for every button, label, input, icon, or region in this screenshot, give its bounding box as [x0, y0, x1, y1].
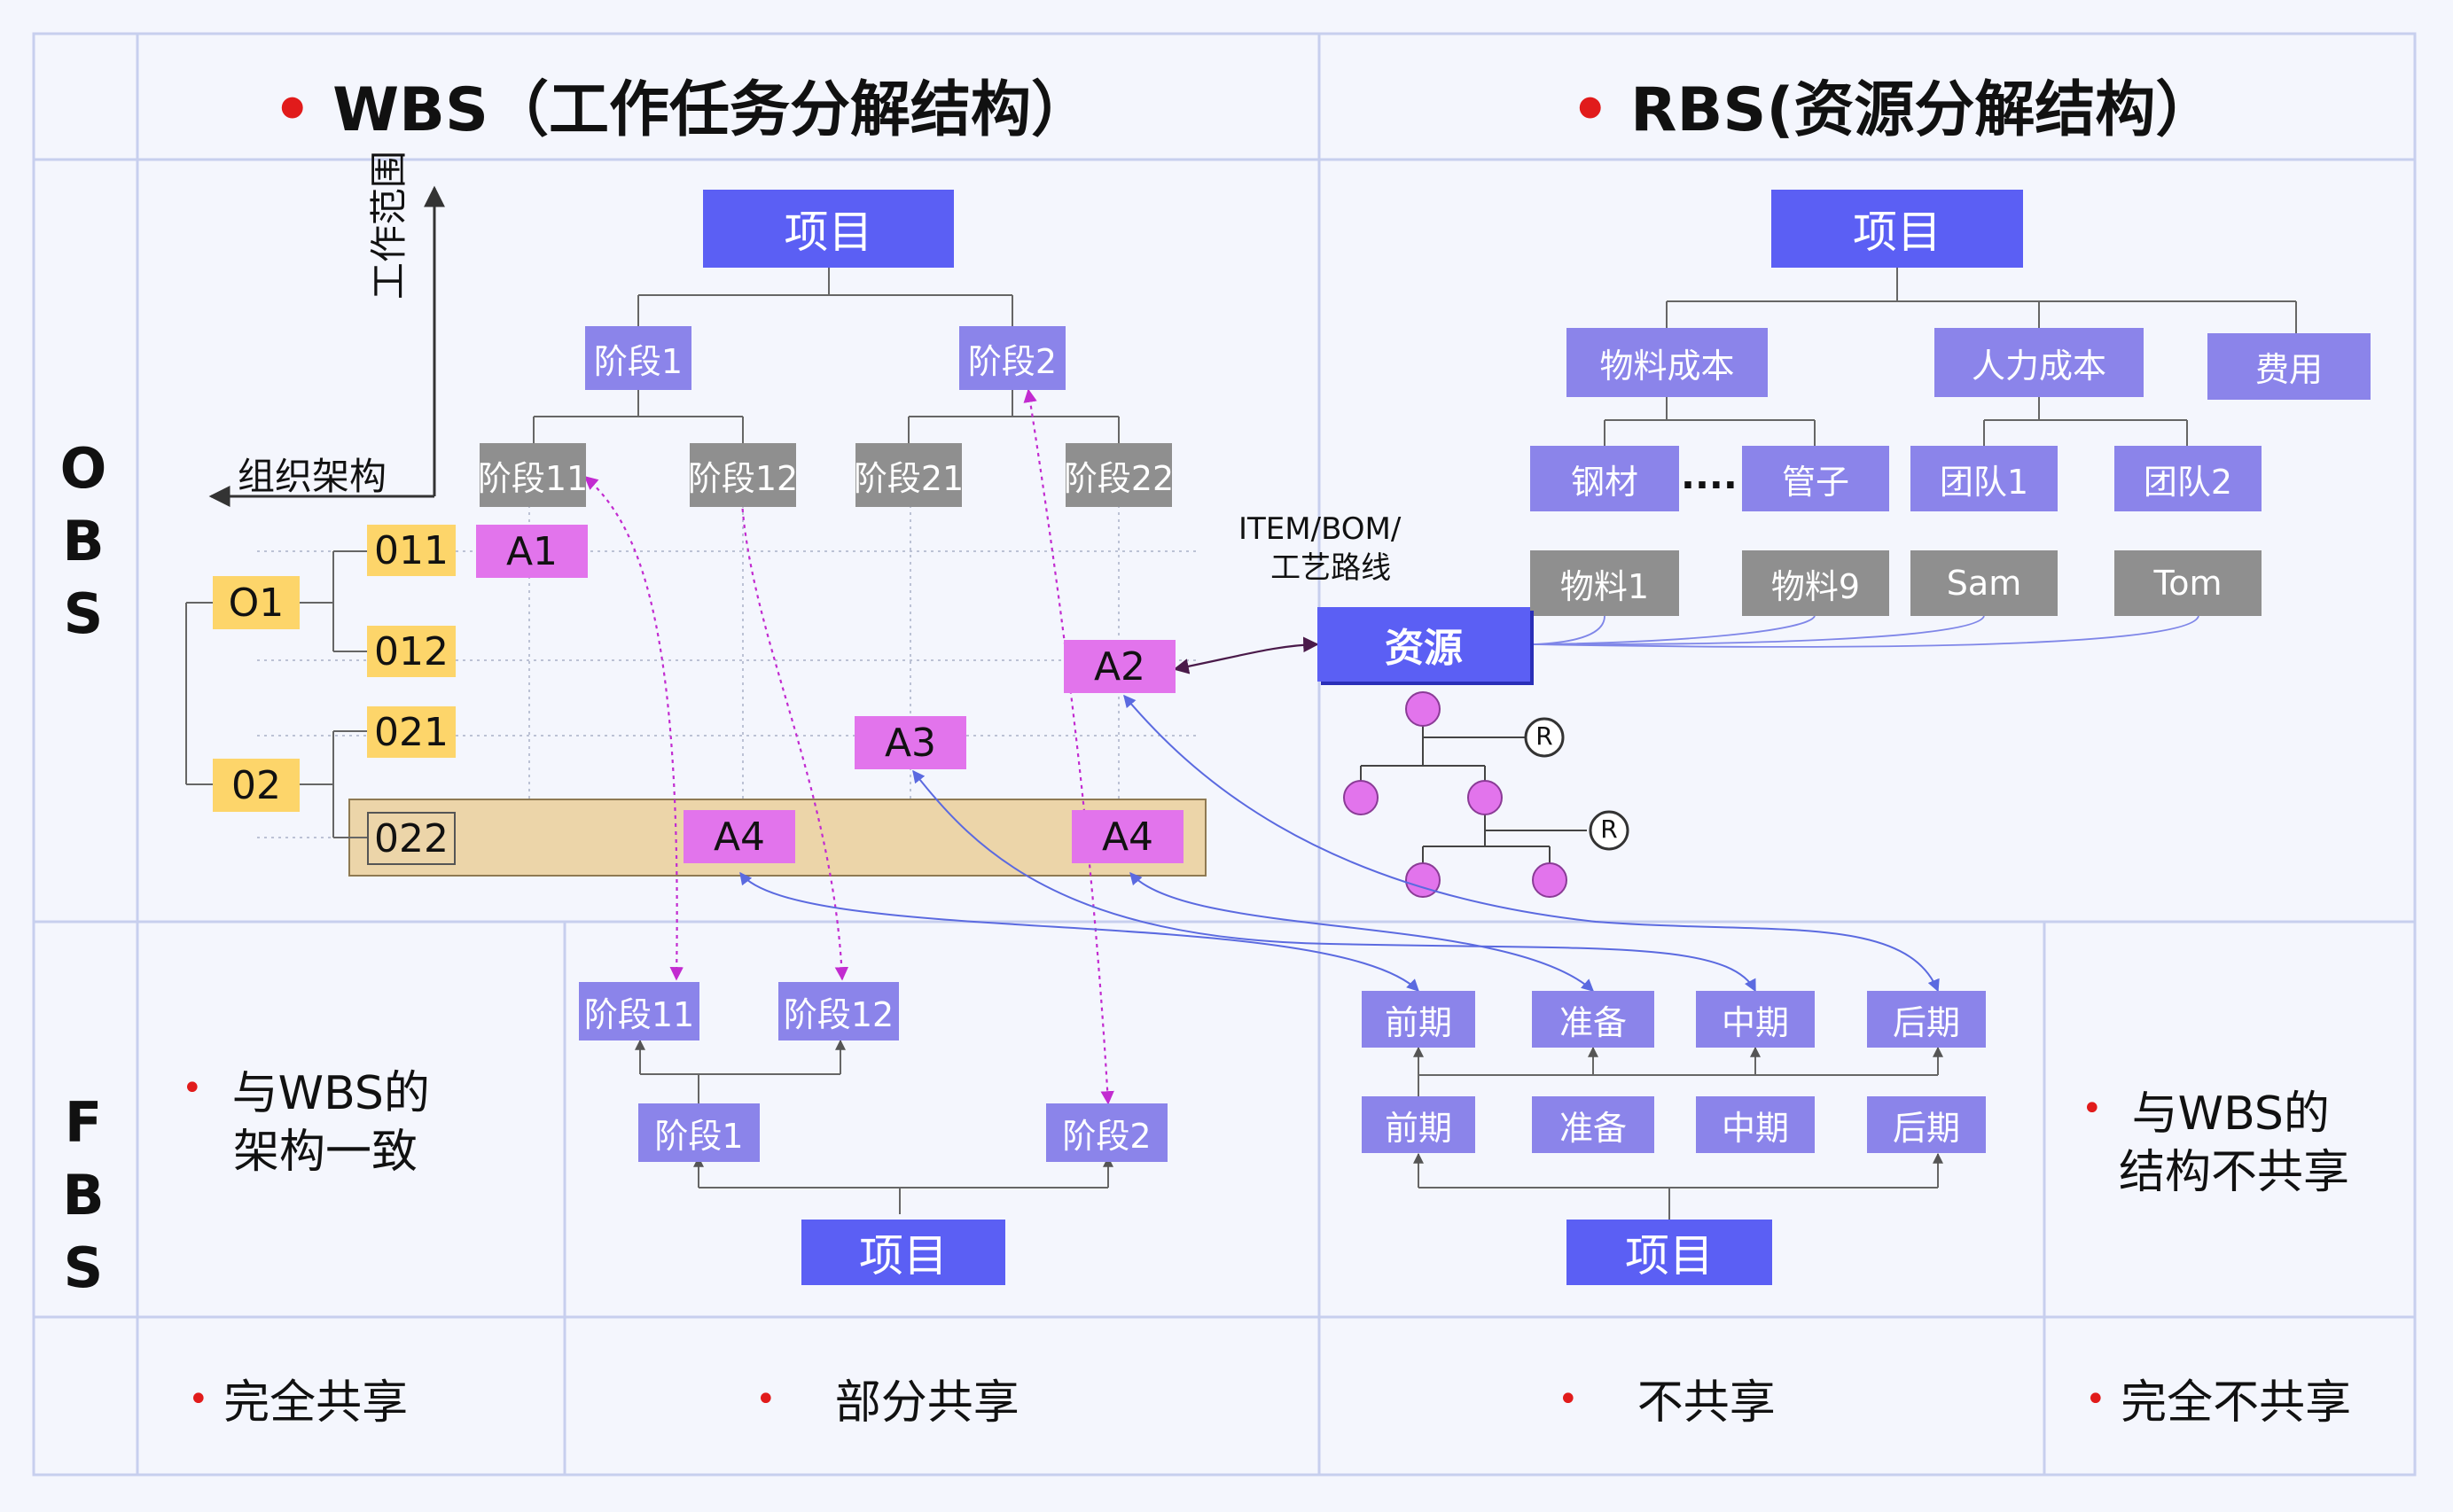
registered-mark-2: R [1600, 814, 1618, 844]
fbs-right-tree [1413, 1046, 1943, 1220]
rbs-team1-node: 团队1 [1910, 446, 2058, 511]
fbs-phase11-node: 阶段11 [579, 982, 699, 1040]
rbs-material9-node: 物料9 [1742, 550, 1889, 616]
fbs-right-bottom-early: 前期 [1362, 1096, 1475, 1153]
fbs-right-top-mid: 中期 [1696, 991, 1815, 1048]
obs-022-node: 022 [367, 812, 456, 865]
rbs-expense-node: 费用 [2207, 333, 2371, 400]
item-bom-line1: ITEM/BOM/ [1238, 511, 1402, 547]
rbs-labor-cost-node: 人力成本 [1934, 328, 2144, 397]
activity-a4-left: A4 [684, 810, 795, 863]
fbs-right-bottom-mid: 中期 [1696, 1096, 1815, 1153]
fbs-phase2-node: 阶段2 [1046, 1103, 1168, 1162]
wbs-root-node: 项目 [703, 190, 954, 268]
rbs-tree-lines [1604, 268, 2297, 446]
wbs-phase12-node: 阶段12 [688, 443, 798, 507]
registered-mark-1: R [1535, 721, 1553, 751]
fbs-side-label: FBS [62, 1090, 105, 1300]
fbs-left-note-line2: 架构一致 [233, 1126, 418, 1179]
rbs-material-cost-node: 物料成本 [1566, 328, 1768, 397]
wbs-phase1-node: 阶段1 [585, 326, 691, 390]
rbs-tom-node: Tom [2114, 550, 2262, 616]
rbs-team2-node: 团队2 [2114, 446, 2262, 511]
a2-resource-arrow [1173, 636, 1319, 674]
wbs-phase11-node: 阶段11 [478, 443, 588, 507]
resource-links [1533, 615, 2199, 648]
rbs-header: • RBS(资源分解结构） [1571, 75, 2216, 145]
activity-a2: A2 [1064, 640, 1176, 693]
wbs-tree-lines [533, 268, 1120, 443]
activity-fbs-arrows [739, 694, 1940, 993]
obs-012-node: 012 [367, 626, 456, 677]
fbs-phase1-node: 阶段1 [638, 1103, 760, 1162]
rbs-steel-node: 钢材 [1530, 446, 1679, 511]
org-axis-label: 组织架构 [238, 455, 387, 498]
fbs-right-bottom-late: 后期 [1867, 1096, 1986, 1153]
fbs-right-root-node: 项目 [1566, 1220, 1772, 1285]
obs-side-label: OBS [59, 436, 107, 646]
fbs-phase12-node: 阶段12 [778, 982, 899, 1040]
fbs-left-note: • 与WBS的 架构一致 [182, 1059, 430, 1181]
footer-full-no-share: • 完全不共享 [2085, 1376, 2352, 1430]
rbs-ellipsis: .... [1681, 454, 1738, 497]
fbs-left-root-node: 项目 [801, 1220, 1005, 1285]
rbs-sam-node: Sam [1910, 550, 2058, 616]
scope-axis-label: 工作范围 [367, 150, 410, 300]
activity-a3: A3 [855, 716, 966, 769]
resource-node: 资源 [1317, 607, 1530, 682]
table-grid [32, 32, 2417, 1477]
fbs-left-note-line1: • 与WBS的 [182, 1067, 430, 1120]
item-bom-label: ITEM/BOM/ 工艺路线 [1238, 510, 1401, 588]
fbs-left-tree [635, 1039, 1113, 1214]
item-bom-line2: 工艺路线 [1270, 550, 1392, 586]
fbs-right-top-prep: 准备 [1532, 991, 1654, 1048]
wbs-phase2-node: 阶段2 [959, 326, 1066, 390]
fbs-right-note-line1: • 与WBS的 [2082, 1087, 2330, 1141]
fbs-right-top-early: 前期 [1362, 991, 1475, 1048]
rbs-root-node: 项目 [1771, 190, 2023, 268]
obs-02-node: 02 [213, 759, 300, 812]
fbs-right-note: • 与WBS的 结构不共享 [2082, 1079, 2349, 1202]
axis-arrows [208, 185, 445, 507]
activity-a1: A1 [476, 525, 588, 578]
footer-no-share: • 不共享 [1558, 1376, 1776, 1430]
wbs-header: • WBS（工作任务分解结构） [273, 75, 1091, 145]
wbs-phase22-node: 阶段22 [1064, 443, 1174, 507]
fbs-right-note-line2: 结构不共享 [2119, 1146, 2350, 1199]
activity-a4-right: A4 [1072, 810, 1184, 863]
footer-full-share: • 完全共享 [188, 1376, 409, 1430]
footer-partial-share: • 部分共享 [755, 1376, 1019, 1430]
wbs-phase21-node: 阶段21 [854, 443, 964, 507]
fbs-right-bottom-prep: 准备 [1532, 1096, 1654, 1153]
obs-021-node: 021 [367, 706, 456, 758]
rbs-material1-node: 物料1 [1530, 550, 1679, 616]
obs-tree-lines [185, 550, 367, 838]
obs-o1-node: O1 [213, 576, 300, 629]
fbs-right-top-late: 后期 [1867, 991, 1986, 1048]
obs-011-node: 011 [367, 525, 456, 576]
rbs-pipe-node: 管子 [1742, 446, 1889, 511]
